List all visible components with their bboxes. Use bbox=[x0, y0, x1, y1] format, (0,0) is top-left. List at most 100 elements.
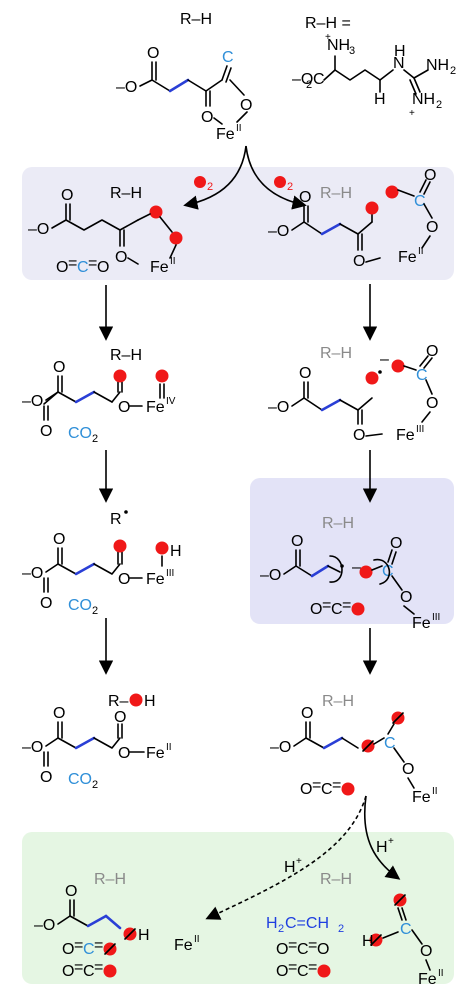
svg-text:O: O bbox=[424, 167, 436, 184]
svg-text:R–H =: R–H = bbox=[305, 15, 351, 32]
svg-text:O: O bbox=[40, 769, 52, 786]
svg-text:=: = bbox=[308, 959, 317, 976]
svg-text:O: O bbox=[310, 601, 322, 618]
svg-text:C: C bbox=[83, 941, 95, 958]
svg-text:=: = bbox=[288, 937, 297, 954]
svg-text:CO: CO bbox=[68, 597, 92, 614]
svg-text:–O: –O bbox=[28, 221, 49, 238]
svg-text:=: = bbox=[94, 937, 103, 954]
svg-text:C: C bbox=[321, 781, 333, 798]
panel-bottom bbox=[22, 832, 454, 984]
svg-text:2: 2 bbox=[278, 923, 284, 935]
svg-text:C: C bbox=[313, 71, 325, 88]
svg-text:C: C bbox=[331, 601, 343, 618]
svg-text:=: = bbox=[342, 597, 351, 614]
svg-text:C: C bbox=[382, 563, 394, 580]
svg-text:O: O bbox=[97, 259, 109, 276]
svg-text:2: 2 bbox=[92, 779, 98, 791]
svg-text:O: O bbox=[317, 941, 329, 958]
svg-text:–O: –O bbox=[292, 71, 313, 88]
svg-text:C: C bbox=[400, 921, 412, 938]
svg-text:=: = bbox=[312, 777, 321, 794]
svg-text:C: C bbox=[77, 259, 89, 276]
svg-text:C: C bbox=[222, 49, 234, 66]
svg-text:O: O bbox=[400, 589, 412, 606]
substrate-label-r2: R–H bbox=[320, 345, 352, 362]
svg-text:+: + bbox=[325, 32, 331, 43]
svg-text:H: H bbox=[170, 543, 182, 560]
svg-text:3: 3 bbox=[349, 45, 355, 57]
svg-text:=: = bbox=[332, 777, 341, 794]
svg-text:2: 2 bbox=[306, 79, 312, 91]
substrate-label-top: R–H bbox=[180, 11, 212, 28]
svg-text:+: + bbox=[296, 856, 302, 867]
svg-text:IV: IV bbox=[166, 396, 176, 407]
substrate-label-r1: R–H bbox=[320, 185, 352, 202]
bottom-middle-products: H 2 C=CH 2 O = C = O O = C = bbox=[266, 915, 344, 980]
substrate-label-b1: R–H bbox=[94, 871, 126, 888]
svg-text:II: II bbox=[170, 256, 176, 267]
arginine-definition: R–H = NH 3 + –O 2 C H N H NH 2 NH 2 + bbox=[292, 15, 456, 119]
svg-text:H: H bbox=[144, 693, 156, 710]
svg-text:III: III bbox=[166, 568, 174, 579]
svg-text:2: 2 bbox=[450, 65, 456, 77]
bottom-right-carbonate: C H O Fe II bbox=[362, 893, 444, 988]
svg-text:II: II bbox=[432, 786, 438, 797]
svg-text:H: H bbox=[374, 91, 386, 108]
svg-text:NH: NH bbox=[327, 37, 350, 54]
svg-text:O: O bbox=[40, 595, 52, 612]
substrate-label-l2: R–H bbox=[110, 347, 142, 364]
svg-text:Fe: Fe bbox=[146, 745, 165, 762]
svg-text:O: O bbox=[114, 709, 126, 726]
svg-text:O: O bbox=[118, 745, 130, 762]
svg-text:O: O bbox=[201, 109, 213, 126]
svg-text:=: = bbox=[68, 255, 77, 272]
radical-label: R bbox=[110, 511, 122, 528]
svg-text:O: O bbox=[301, 705, 313, 722]
svg-text:O: O bbox=[61, 187, 73, 204]
svg-text:C: C bbox=[297, 941, 309, 958]
svg-text:N: N bbox=[393, 55, 405, 72]
svg-text:C: C bbox=[384, 735, 396, 752]
svg-text:H: H bbox=[394, 43, 406, 60]
right-superoxo: –O O O – C O O Fe III bbox=[268, 343, 438, 444]
svg-text:–O: –O bbox=[260, 567, 281, 584]
left-succinate-product: –O O O O O Fe II CO 2 bbox=[22, 705, 172, 791]
svg-text:+: + bbox=[388, 836, 394, 847]
svg-text:R–: R– bbox=[108, 693, 129, 710]
svg-text:Fe: Fe bbox=[216, 126, 235, 143]
svg-text:II: II bbox=[236, 123, 242, 134]
svg-text:II: II bbox=[418, 246, 424, 257]
svg-text:C=CH: C=CH bbox=[285, 915, 329, 932]
svg-text:O: O bbox=[115, 249, 127, 266]
svg-text:–O: –O bbox=[22, 393, 43, 410]
svg-text:O: O bbox=[276, 963, 288, 980]
substrate-label-l1: R–H bbox=[110, 185, 142, 202]
svg-text:II: II bbox=[194, 934, 200, 945]
arrow-dotted-to-fe2 bbox=[205, 795, 367, 920]
svg-text:O: O bbox=[420, 943, 432, 960]
bottom-left-product: –O O H O = C = O = C = bbox=[34, 883, 150, 980]
panel-mid-right bbox=[250, 478, 454, 624]
svg-text:O: O bbox=[118, 399, 130, 416]
svg-text:CO: CO bbox=[68, 771, 92, 788]
svg-text:O: O bbox=[118, 571, 130, 588]
svg-text:O: O bbox=[426, 395, 438, 412]
svg-text:–O: –O bbox=[270, 739, 291, 756]
svg-text:O: O bbox=[276, 941, 288, 958]
svg-text:O: O bbox=[53, 531, 65, 548]
substrate-label-r4: R–H bbox=[322, 693, 354, 710]
arrow-to-acid bbox=[364, 795, 401, 880]
substrate-label-b2: R–H bbox=[320, 871, 352, 888]
svg-text:C: C bbox=[414, 193, 426, 210]
right-fragmentation: –O O – C O O Fe III O = C = bbox=[260, 533, 440, 632]
svg-text:=: = bbox=[88, 255, 97, 272]
arrow-split-left bbox=[183, 145, 247, 210]
svg-text:Fe: Fe bbox=[418, 971, 437, 988]
svg-text:–O: –O bbox=[268, 399, 289, 416]
svg-text:NH: NH bbox=[412, 91, 435, 108]
svg-text:O: O bbox=[402, 761, 414, 778]
right-o2-bound: –O O O C O O Fe II bbox=[268, 167, 438, 270]
svg-text:2: 2 bbox=[436, 99, 442, 111]
